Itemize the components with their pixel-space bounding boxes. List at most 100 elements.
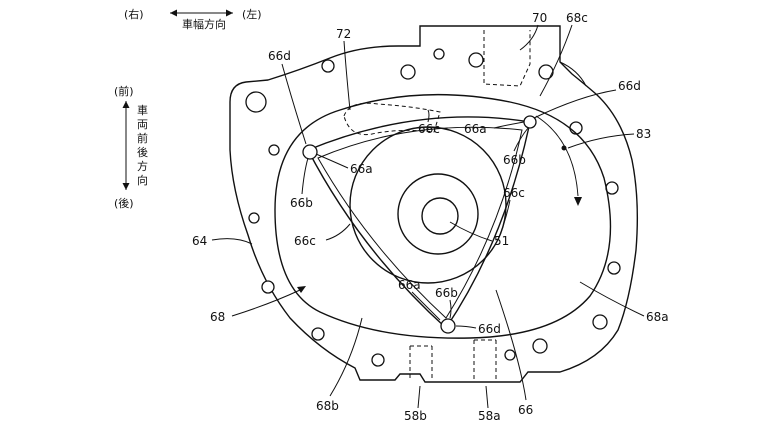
bolt-hole (248, 212, 260, 224)
bolt-hole (311, 327, 325, 341)
leader-83 (567, 133, 635, 149)
reference-labels: 70 68c 72 66d 66d 83 66c 66a 66a 66b 66b… (192, 11, 669, 423)
leader-68c (539, 24, 573, 97)
fb-char-1: 両 (137, 118, 148, 131)
label-72: 72 (336, 27, 351, 41)
bolt-hole (504, 349, 516, 361)
label-66a-left: 66a (350, 162, 373, 176)
bolt-hole (592, 314, 608, 330)
bolt-hole (268, 144, 280, 156)
trochoid-inner-surface (274, 93, 612, 339)
label-66b-left: 66b (290, 196, 313, 210)
leader-68b (329, 317, 363, 397)
front-label: (前) (114, 84, 134, 98)
reference-point-83 (561, 145, 567, 151)
label-66: 66 (518, 403, 533, 417)
bolt-58b-dashed (409, 345, 433, 380)
label-64: 64 (192, 234, 207, 248)
arrow-68-head (297, 286, 306, 293)
eccentric-circle (397, 173, 479, 255)
leader-66b-right (513, 127, 529, 152)
leader-66a-bottom (411, 291, 441, 321)
bolt-hole (261, 280, 275, 294)
label-66b-bottom: 66b (435, 286, 458, 300)
eccentric-shaft-51 (421, 197, 459, 235)
bolt-hole (607, 261, 621, 275)
label-66a-top: 66a (464, 122, 487, 136)
leader-68a (579, 281, 645, 317)
side-housing-outline (229, 25, 639, 383)
label-66a-bottom: 66a (398, 278, 421, 292)
label-58a: 58a (478, 409, 501, 423)
rotor-gear-circle (349, 126, 507, 284)
leader-66a-left (315, 153, 349, 169)
fb-char-4: 方 (137, 159, 148, 173)
housing-bolt-holes (245, 48, 621, 367)
label-66d-top-right: 66d (618, 79, 641, 93)
apex-seal-left (302, 144, 318, 160)
bolt-hole (321, 59, 335, 73)
leader-66 (495, 289, 527, 401)
label-68a: 68a (646, 310, 669, 324)
bolt-hole (433, 48, 445, 60)
rotor-inner-flank (317, 126, 523, 319)
label-58b: 58b (404, 409, 427, 423)
leader-66c-top (427, 109, 430, 123)
passage-70-dashed (483, 30, 531, 87)
label-66c-left: 66c (294, 234, 316, 248)
fb-char-2: 前 (137, 131, 148, 145)
fb-char-5: 向 (137, 173, 148, 187)
width-arrow-left-head (170, 9, 177, 17)
vehicle-width-direction-indicator: (右) 車幅方向 (左) (124, 7, 262, 31)
leader-70 (519, 24, 539, 51)
leader-58a (485, 385, 489, 409)
width-arrow-right-head (226, 9, 233, 17)
width-direction-label: 車幅方向 (182, 17, 226, 31)
label-66d-top-left: 66d (268, 49, 291, 63)
width-right-label: (右) (124, 7, 144, 21)
leader-66b-bottom (449, 299, 452, 319)
label-51: 51 (494, 234, 509, 248)
vehicle-front-rear-direction-indicator: (前) 車 両 前 後 方 向 (後) (114, 84, 148, 210)
bolt-hole (532, 338, 548, 354)
bolt-58a-dashed (473, 339, 497, 382)
width-left-label: (左) (242, 8, 262, 21)
label-70: 70 (532, 11, 547, 25)
bolt-hole (569, 121, 583, 135)
apex-seal-bottom (440, 318, 456, 334)
bolt-hole (371, 353, 385, 367)
rear-arrow-head (122, 183, 130, 190)
leader-66d-bottom (455, 325, 477, 329)
leader-66d-top-left (281, 63, 307, 145)
label-83: 83 (636, 127, 651, 141)
bolt-hole (245, 91, 267, 113)
fb-char-0: 車 (137, 103, 148, 117)
leader-64 (211, 238, 253, 245)
leader-66b-left (301, 157, 309, 195)
label-68b: 68b (316, 399, 339, 413)
bolt-hole (468, 52, 484, 68)
leader-58b (417, 385, 421, 409)
rotor-66 (307, 116, 531, 330)
front-arrow-head (122, 101, 130, 108)
label-68: 68 (210, 310, 225, 324)
rotation-arrow-head (574, 197, 582, 206)
label-66c-top: 66c (418, 122, 440, 136)
housing-notch-line (559, 61, 587, 87)
label-66d-bottom: 66d (478, 322, 501, 336)
leader-68 (231, 289, 301, 317)
leader-51 (449, 221, 493, 242)
rear-label: (後) (114, 196, 134, 210)
leader-66c-right (497, 199, 511, 241)
leader-66c-left (325, 223, 351, 241)
label-68c: 68c (566, 11, 588, 25)
label-66b-right: 66b (503, 153, 526, 167)
port-72-dashed (343, 102, 441, 136)
leader-66d-top-right (533, 89, 617, 119)
leader-72 (343, 40, 351, 111)
fb-char-3: 後 (137, 145, 148, 159)
leader-66a-top (493, 121, 525, 129)
bolt-hole (538, 64, 554, 80)
bolt-hole (400, 64, 416, 80)
